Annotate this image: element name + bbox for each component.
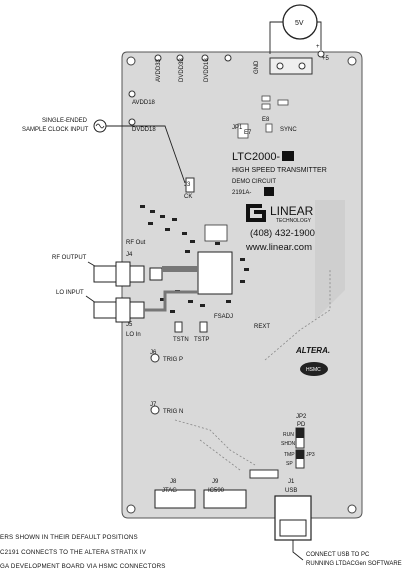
brand-url: www.linear.com — [245, 242, 312, 253]
mounting-hole — [347, 56, 357, 66]
j1-label: J1 — [288, 479, 295, 485]
product-title: HIGH SPEED TRANSMITTER — [232, 167, 327, 174]
tstn-label: TSTN — [173, 337, 189, 343]
component-cluster — [140, 205, 249, 313]
product-subtitle: DEMO CIRCUIT — [232, 179, 276, 185]
footnote-1: ERS SHOWN IN THEIR DEFAULT POSITIONS — [0, 534, 138, 541]
avdd18-label: AVDD18 — [132, 100, 156, 106]
avdd33-label: AVDD33 — [156, 58, 162, 82]
j5-label: J5 — [126, 322, 133, 328]
usb-leader — [292, 540, 304, 561]
sample-clock-line1: SINGLE-ENDED — [42, 118, 88, 124]
footnote-3: GA DEVELOPMENT BOARD VIA HSMC CONNECTORS — [0, 563, 166, 570]
usb-port — [279, 519, 307, 537]
rf-out-label: RF Out — [126, 240, 146, 246]
part-number: LTC2000- — [232, 151, 280, 163]
tstp-label: TSTP — [194, 337, 209, 343]
mounting-hole — [126, 504, 136, 514]
j6-connector — [150, 353, 160, 363]
ic590-connector — [203, 489, 247, 509]
sample-clock-line2: SAMPLE CLOCK INPUT — [22, 127, 89, 133]
pcb-board — [121, 51, 363, 519]
jp3-label: JP3 — [306, 452, 315, 458]
circuit-suffix-block — [264, 187, 274, 196]
supply-wires — [269, 21, 322, 54]
lo-in-sma-connector — [93, 290, 198, 323]
altera-emblem-icon — [300, 362, 328, 376]
lo-input-callout: LO INPUT — [56, 290, 84, 296]
altera-emblem-text: HSMC — [306, 367, 321, 373]
j8-label: J8 — [170, 479, 177, 485]
brand-sub: TECHNOLOGY — [276, 218, 312, 224]
j3-connector — [185, 177, 195, 193]
e8-label: E8 — [262, 117, 270, 123]
j3-label: J3 — [184, 182, 191, 188]
usb-label: USB — [285, 488, 297, 494]
plus-terminal-label: + — [316, 44, 320, 50]
brand-name: LINEAR — [270, 204, 314, 218]
header-strip — [249, 469, 279, 479]
gnd-label: GND — [254, 60, 260, 74]
usb-callout-line1: CONNECT USB TO PC — [306, 552, 370, 558]
j7-label: J7 — [150, 402, 157, 408]
jp1-label: JP1 — [232, 125, 243, 131]
j4-label: J4 — [126, 252, 133, 258]
dvdd18-side-label: DVDD18 — [132, 127, 156, 133]
clk-label: CK — [184, 194, 192, 200]
jtag-label: JTAG — [162, 488, 177, 494]
trig-p-label: TRIG P — [163, 357, 183, 363]
shdn-label: SHDN — [281, 441, 296, 447]
small-components — [237, 95, 289, 139]
rf-out-sma-connector — [93, 261, 198, 287]
j7-connector — [150, 405, 160, 415]
footnote-2: C2191 CONNECTS TO THE ALTERA STRATIX IV — [0, 549, 147, 556]
usb-callout-line2: RUNNING LTDACGen SOFTWARE — [306, 561, 402, 567]
lo-in-label: LO In — [126, 332, 141, 338]
plus5-label: +5 — [322, 56, 330, 62]
trace-lines — [174, 270, 331, 471]
clock-leader — [106, 125, 186, 184]
j6-label: J6 — [150, 350, 157, 356]
jp2-label: JP2 — [296, 414, 307, 420]
fsadj-label: FSADJ — [214, 314, 233, 320]
board-shade — [315, 200, 345, 320]
tmp-label: TMP — [284, 452, 295, 458]
e7-label: E7 — [244, 130, 252, 136]
trig-n-label: TRIG N — [163, 409, 183, 415]
linear-logo-icon — [246, 204, 266, 222]
run-label: RUN — [283, 432, 294, 438]
rf-output-callout: RF OUTPUT — [52, 255, 87, 261]
supply-label: 5V — [295, 20, 304, 27]
plus5-terminal — [317, 50, 325, 58]
part-suffix-block — [282, 151, 294, 161]
rext-label: REXT — [254, 324, 270, 330]
power-terminal — [269, 57, 313, 75]
jtag-connector — [154, 489, 196, 509]
circuit-number: 2191A- — [232, 190, 251, 196]
sync-label: SYNC — [280, 127, 297, 133]
j9-label: J9 — [212, 479, 219, 485]
pd-label: PD — [297, 422, 306, 428]
sine-icon — [95, 123, 105, 129]
dvdd18-label: DVDD18 — [204, 58, 210, 82]
brand-phone: (408) 432-1900 — [250, 228, 315, 239]
test-points-top — [128, 54, 232, 126]
altera-logo: ALTERA. — [295, 346, 330, 355]
ic590-label: IC590 — [208, 488, 225, 494]
mounting-hole — [347, 504, 357, 514]
mounting-hole — [126, 56, 136, 66]
dvdd33-label: DVDD33 — [179, 58, 185, 82]
sp-label: SP — [286, 461, 293, 467]
